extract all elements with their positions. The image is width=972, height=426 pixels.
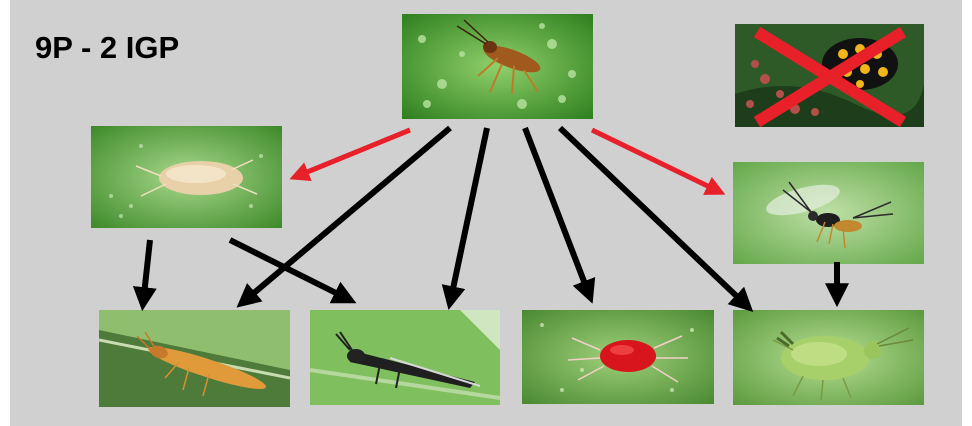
predatory-mite-photo (91, 126, 282, 228)
excluded-predator-photo (735, 24, 924, 127)
black-thrips-photo (310, 310, 500, 405)
edge-predator-to-wasp (592, 130, 720, 192)
slide-title: 9P - 2 IGP (35, 30, 179, 66)
edge-mite-predator-to-orange-thrips (143, 240, 150, 304)
aphid-icon (733, 310, 924, 405)
edge-mite-predator-to-black-thrips (230, 240, 350, 300)
edge-predator-to-mite-predator (295, 130, 410, 177)
edge-predator-to-aphid (560, 128, 748, 307)
thrips-icon (310, 310, 500, 405)
red-mite-photo (522, 310, 714, 404)
spider-mite-icon (522, 310, 714, 404)
thrips-icon (99, 310, 290, 407)
cross-out-icon (735, 24, 924, 127)
parasitoid-wasp-icon (733, 162, 924, 264)
edge-predator-to-black-thrips (450, 128, 487, 303)
predator-photo (402, 14, 593, 119)
orange-thrips-photo (99, 310, 290, 407)
edge-predator-to-red-mite (525, 128, 590, 297)
phytoseiid-mite-icon (91, 126, 282, 228)
mirid-bug-icon (402, 14, 593, 119)
aphid-photo (733, 310, 924, 405)
parasitoid-wasp-photo (733, 162, 924, 264)
diagram-slide: 9P - 2 IGP (10, 0, 962, 426)
